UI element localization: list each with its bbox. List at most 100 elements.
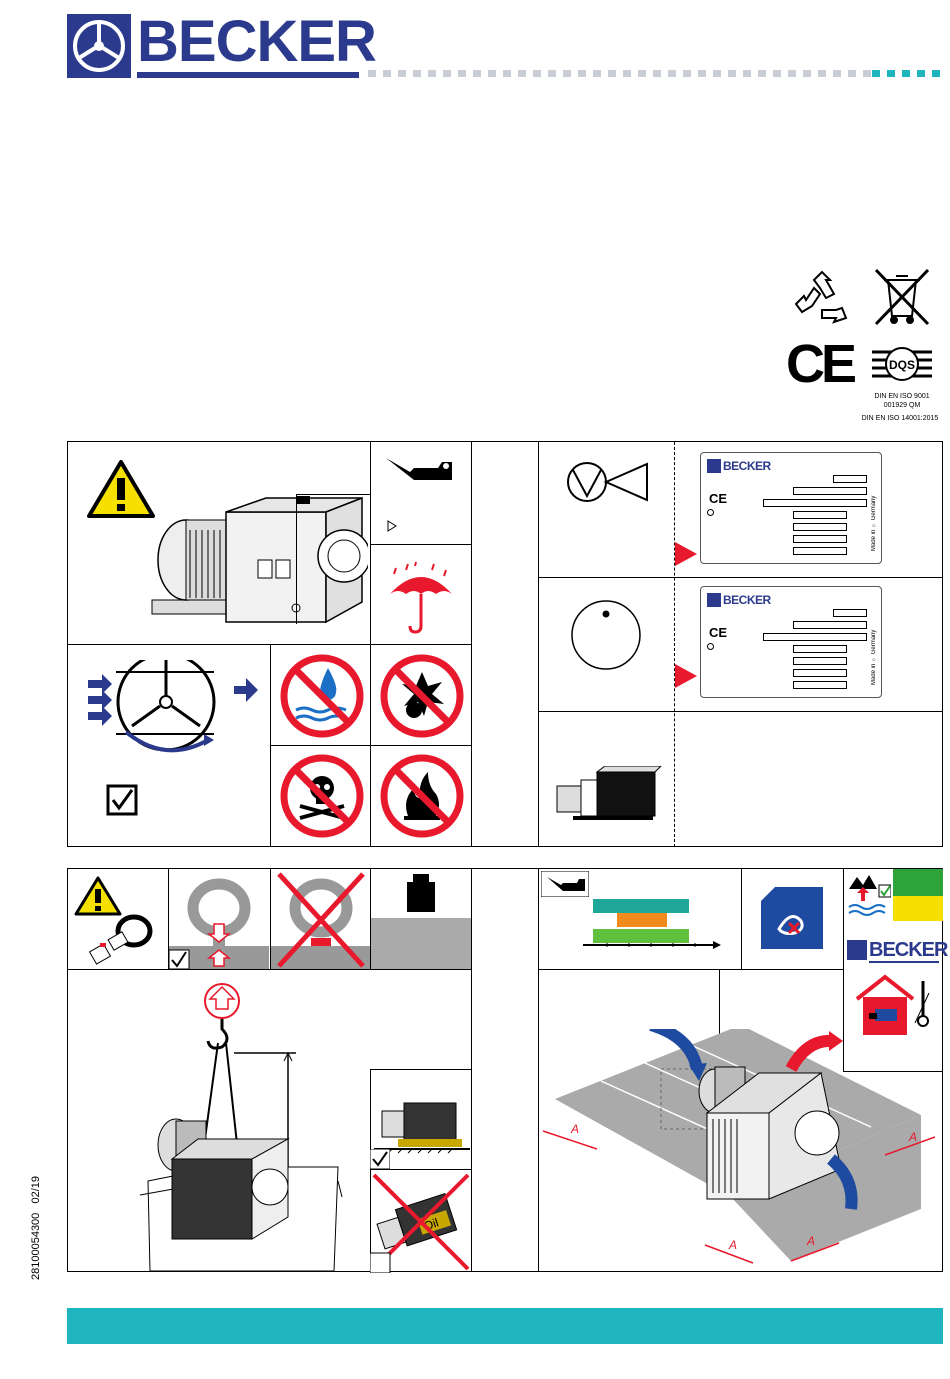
header-dot <box>458 70 466 77</box>
pump-side-view-illustration <box>553 766 663 826</box>
weee-crossed-bin-icon <box>870 266 934 328</box>
no-water-icon <box>278 652 366 740</box>
eyebolt-incorrect-icon <box>271 870 370 969</box>
becker-emblem-icon <box>847 940 867 960</box>
pointer-arrow-icon <box>673 662 699 690</box>
iso9001-line1: DIN EN ISO 9001 <box>858 392 946 401</box>
header-dot <box>743 70 751 77</box>
header-dot <box>833 70 841 77</box>
ce-mark-icon: CE <box>786 334 853 394</box>
document-code: 28100054300 02/19 <box>22 1150 52 1280</box>
brand-name: BECKER <box>137 8 376 75</box>
nameplate-panel: BECKER CE Made in ○ Germany BECKER CE Ma… <box>538 441 943 847</box>
plate-brand-name: BECKER <box>723 593 771 607</box>
header-dot <box>398 70 406 77</box>
plate-hole-icon <box>707 509 714 516</box>
header-dot <box>548 70 556 77</box>
header-dot <box>593 70 601 77</box>
header-dot <box>713 70 721 77</box>
header-dot <box>863 70 871 77</box>
status-yellow-block <box>893 896 943 921</box>
motor-nameplate: BECKER CE Made in ○ Germany <box>700 586 882 698</box>
header-dot <box>668 70 676 77</box>
header-dot <box>653 70 661 77</box>
dashed-divider <box>674 442 675 847</box>
header-dotted-line <box>368 70 944 78</box>
ambient-conditions-box <box>845 869 943 923</box>
lifting-panel: Oil <box>67 868 539 1272</box>
header-dot <box>638 70 646 77</box>
header-dot <box>428 70 436 77</box>
header-dot-accent <box>887 70 895 77</box>
mini-brand-name: BECKER <box>869 939 947 962</box>
document-date: 02/19 <box>30 1176 42 1204</box>
header-dot <box>683 70 691 77</box>
installation-clearance-illustration: A A A A <box>541 1029 941 1271</box>
storage-orientation-box: Oil <box>370 1069 472 1273</box>
clearance-label-a: A <box>806 1234 815 1248</box>
checkbox-checked-icon <box>370 1149 390 1169</box>
checkbox-checked-icon <box>106 784 138 816</box>
play-triangle-icon <box>386 520 398 532</box>
altitude-water-icon <box>847 871 891 919</box>
header-dot <box>578 70 586 77</box>
eyebolt-correct-icon <box>169 870 269 969</box>
callout-line <box>296 494 370 495</box>
header-dot <box>443 70 451 77</box>
iso9001-line2: 001929 QM <box>858 401 946 410</box>
becker-emblem-icon <box>707 593 721 607</box>
umbrella-rain-icon <box>386 560 456 636</box>
plate-ce: CE <box>709 491 727 506</box>
plate-made-in: Made in ○ Germany <box>871 615 877 685</box>
header-dot-accent <box>902 70 910 77</box>
brand-mini-logo: BECKER <box>847 939 947 961</box>
manual-book-icon <box>761 887 823 949</box>
header-dot <box>788 70 796 77</box>
becker-emblem-icon <box>67 14 131 78</box>
crane-lifting-illustration <box>138 981 398 1271</box>
header-dot <box>383 70 391 77</box>
vacuum-pump-symbol-icon <box>565 460 651 504</box>
header-dot <box>368 70 376 77</box>
mini-brand-underline <box>869 961 939 963</box>
safety-panel <box>67 441 539 847</box>
header-dot <box>608 70 616 77</box>
svg-text:DQS: DQS <box>889 358 915 372</box>
plate-made-in: Made in ○ Germany <box>871 481 877 551</box>
header-dot <box>818 70 826 77</box>
status-green-block <box>893 869 943 896</box>
header-dot <box>533 70 541 77</box>
recycle-icon <box>792 268 852 328</box>
brand-underline <box>137 72 359 78</box>
weight-icon <box>371 870 471 969</box>
installation-panel: BECKER A <box>538 868 943 1272</box>
header-dot <box>803 70 811 77</box>
plate-brand-name: BECKER <box>723 459 771 473</box>
header-dot-accent <box>932 70 940 77</box>
header-dot <box>503 70 511 77</box>
header-dot <box>758 70 766 77</box>
header-dot <box>698 70 706 77</box>
clearance-label-a: A <box>570 1122 579 1136</box>
eyebolt-damaged-icon <box>86 909 156 967</box>
iso9001-label: DIN EN ISO 9001 001929 QM <box>858 392 946 410</box>
brand-logo: BECKER <box>67 14 359 78</box>
plate-ce: CE <box>709 625 727 640</box>
header-dot <box>728 70 736 77</box>
header-dot <box>488 70 496 77</box>
plate-brand: BECKER <box>707 593 771 607</box>
no-explosive-icon <box>378 652 466 740</box>
no-fire-icon <box>378 752 466 840</box>
vacuum-pump-illustration <box>146 490 368 640</box>
footer-accent-bar <box>67 1308 943 1344</box>
becker-emblem-icon <box>707 459 721 473</box>
no-toxic-icon <box>278 752 366 840</box>
callout-line-vertical <box>296 494 297 624</box>
header-dot <box>623 70 631 77</box>
plate-brand: BECKER <box>707 459 771 473</box>
dqs-certificate-icon: DQS <box>870 340 934 390</box>
document-number: 28100054300 <box>30 1213 42 1280</box>
header-dot-accent <box>917 70 925 77</box>
iso14001-label: DIN EN ISO 14001:2015 <box>852 414 948 423</box>
pump-nameplate: BECKER CE Made in ○ Germany <box>700 452 882 564</box>
